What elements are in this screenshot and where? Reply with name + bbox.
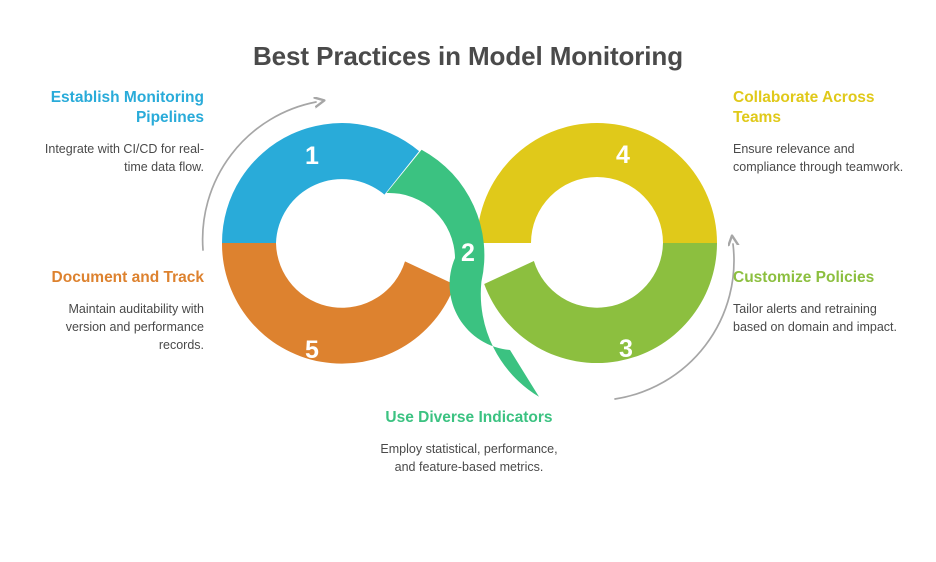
- segment-2-use-diverse-indicators[interactable]: 2: [386, 149, 540, 397]
- callout-use-diverse-indicators: Use Diverse Indicators Employ statistica…: [369, 408, 569, 476]
- left-direction-arrow: [201, 102, 316, 251]
- segment-3-number: 3: [619, 335, 633, 363]
- callout-2-title: Use Diverse Indicators: [385, 409, 553, 426]
- callout-establish-monitoring-pipelines: Establish Monitoring Pipelines Integrate…: [24, 88, 204, 177]
- callout-1-title: Establish Monitoring Pipelines: [50, 89, 204, 127]
- callout-4-body: Ensure relevance and compliance through …: [733, 142, 904, 175]
- callout-2-body: Employ statistical, performance, and fea…: [380, 442, 558, 475]
- right-direction-arrow: [614, 244, 734, 400]
- segment-3-customize-policies[interactable]: 3: [484, 243, 717, 364]
- segment-5-number: 5: [305, 336, 319, 364]
- callout-customize-policies: Customize Policies Tailor alerts and ret…: [733, 268, 913, 336]
- callout-3-title: Customize Policies: [733, 269, 875, 286]
- segment-1-number: 1: [305, 142, 319, 170]
- segment-2-number: 2: [461, 239, 475, 267]
- segment-5-document-and-track[interactable]: 5: [221, 243, 455, 364]
- callout-5-title: Document and Track: [51, 269, 204, 286]
- callout-3-body: Tailor alerts and retraining based on do…: [733, 302, 897, 335]
- callout-4-title: Collaborate Across Teams: [733, 89, 875, 127]
- callout-document-and-track: Document and Track Maintain auditability…: [34, 268, 204, 355]
- segment-4-collaborate-across-teams[interactable]: 4: [477, 123, 717, 243]
- page-title: Best Practices in Model Monitoring: [253, 41, 683, 72]
- callout-collaborate-across-teams: Collaborate Across Teams Ensure relevanc…: [733, 88, 913, 177]
- callout-1-body: Integrate with CI/CD for real-time data …: [44, 142, 204, 175]
- segment-1-establish-monitoring-pipelines[interactable]: 1: [222, 123, 420, 243]
- segment-4-number: 4: [616, 141, 630, 169]
- callout-5-body: Maintain auditability with version and p…: [65, 302, 204, 353]
